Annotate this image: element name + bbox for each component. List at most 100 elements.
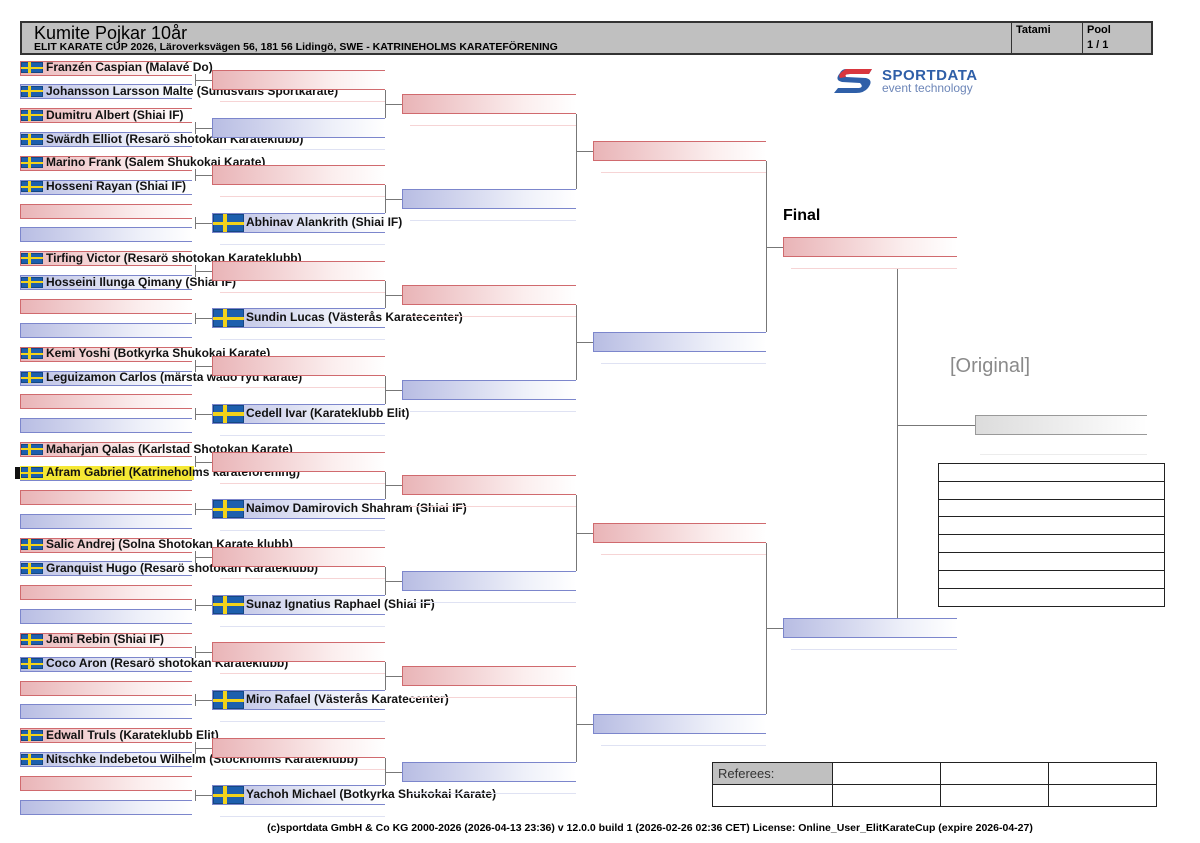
competitor-name[interactable]: Edwall Truls (Karateklubb Elit) [46, 727, 219, 742]
ao-slot-r4[interactable] [593, 332, 766, 353]
aka-slot-r1[interactable] [20, 60, 192, 76]
aka-slot-r2[interactable] [212, 642, 385, 663]
bracket-connector [576, 723, 593, 725]
ao-slot-r1[interactable] [20, 609, 192, 625]
score-line [220, 530, 385, 532]
aka-slot-r3[interactable] [402, 93, 576, 114]
aka-slot-r1[interactable] [20, 394, 192, 410]
aka-slot-r1[interactable] [20, 346, 192, 362]
competitor-name[interactable]: Miro Rafael (Västerås Karatecenter) [246, 692, 449, 707]
winner-slot[interactable] [975, 415, 1147, 435]
aka-slot-r2[interactable] [212, 260, 385, 281]
ao-slot-r1[interactable] [20, 84, 192, 100]
ao-slot-r1[interactable] [20, 513, 192, 529]
referee-cell[interactable] [940, 784, 1049, 807]
competitor-name[interactable]: Jami Rebin (Shiai IF) [46, 632, 165, 647]
competitor-name[interactable]: Naimov Damirovich Shahram (Shiai IF) [246, 501, 467, 516]
ao-slot-r3[interactable] [402, 189, 576, 210]
bracket-connector [195, 795, 212, 797]
competitor-name[interactable]: Cedell Ivar (Karateklubb Elit) [246, 405, 410, 420]
ao-slot-r1[interactable] [20, 656, 192, 672]
aka-slot-r1[interactable] [20, 108, 192, 124]
score-line [601, 744, 766, 746]
aka-slot-r1[interactable] [20, 585, 192, 601]
ao-slot-r2[interactable] [212, 690, 385, 711]
aka-slot-r1[interactable] [20, 442, 192, 458]
ao-slot-r1[interactable] [20, 275, 192, 291]
competitor-name[interactable]: Sunaz Ignatius Raphael (Shiai IF) [246, 596, 435, 611]
aka-slot-r3[interactable] [402, 666, 576, 687]
referees-label: Referees: [712, 762, 833, 785]
bracket-connector [195, 747, 212, 749]
ao-slot-r2[interactable] [212, 594, 385, 615]
ao-slot-r1[interactable] [20, 418, 192, 434]
aka-slot-r1[interactable] [20, 632, 192, 648]
aka-slot-r2[interactable] [212, 737, 385, 758]
ao-slot-r1[interactable] [20, 132, 192, 148]
aka-slot-r1[interactable] [20, 489, 192, 505]
referee-cell[interactable] [712, 784, 833, 807]
competitor-name[interactable]: Abhinav Alankrith (Shiai IF) [246, 215, 403, 230]
bracket-connector [195, 127, 212, 129]
ao-slot-r3[interactable] [402, 761, 576, 782]
referee-cell[interactable] [832, 762, 941, 785]
competitor-name[interactable]: Dumitru Albert (Shiai IF) [46, 107, 184, 122]
competitor-name[interactable]: Franzén Caspian (Malavé Do) [46, 60, 213, 74]
competitor-name[interactable]: Marino Frank (Salem Shukokai Karate) [46, 155, 266, 170]
bracket-connector [576, 342, 593, 344]
ao-slot-r2[interactable] [212, 499, 385, 520]
competitor-name[interactable]: Hosseni Rayan (Shiai IF) [46, 179, 187, 194]
ao-slot-r1[interactable] [20, 704, 192, 720]
ao-slot-r1[interactable] [20, 179, 192, 195]
aka-slot-r5[interactable] [783, 236, 957, 257]
ao-slot-r3[interactable] [402, 570, 576, 591]
competitor-name[interactable]: Yachoh Michael (Botkyrka Shukokai Karate… [246, 787, 497, 802]
ao-slot-r1[interactable] [20, 322, 192, 338]
bracket-connector [195, 318, 212, 320]
aka-slot-r2[interactable] [212, 451, 385, 472]
sweden-flag-icon [21, 109, 43, 121]
bracket-connector [385, 580, 402, 582]
ao-slot-r2[interactable] [212, 117, 385, 138]
aka-slot-r3[interactable] [402, 284, 576, 305]
aka-slot-r4[interactable] [593, 523, 766, 544]
referee-cell[interactable] [940, 762, 1049, 785]
bracket-connector [385, 185, 386, 213]
aka-slot-r1[interactable] [20, 537, 192, 553]
ao-slot-r5[interactable] [783, 618, 957, 639]
ao-slot-r1[interactable] [20, 752, 192, 768]
ao-slot-r2[interactable] [212, 403, 385, 424]
aka-slot-r3[interactable] [402, 475, 576, 496]
referee-cell[interactable] [1048, 762, 1157, 785]
ao-slot-r3[interactable] [402, 379, 576, 400]
aka-slot-r1[interactable] [20, 680, 192, 696]
referee-cell[interactable] [1048, 784, 1157, 807]
referee-cell[interactable] [832, 784, 941, 807]
ao-slot-r1[interactable] [20, 561, 192, 577]
aka-slot-r1[interactable] [20, 251, 192, 267]
ao-slot-r1[interactable] [20, 799, 192, 815]
aka-slot-r1[interactable] [20, 155, 192, 171]
aka-slot-r1[interactable] [20, 299, 192, 314]
pool-label: Pool [1087, 24, 1111, 36]
ao-slot-r2[interactable] [212, 785, 385, 806]
sweden-flag-icon [213, 595, 244, 614]
competitor-name[interactable]: Hosseini Ilunga Qimany (Shiai IF) [46, 274, 237, 289]
aka-slot-r1[interactable] [20, 203, 192, 219]
ao-slot-r2[interactable] [212, 308, 385, 329]
ao-slot-r1[interactable] [20, 370, 192, 386]
aka-slot-r1[interactable] [20, 776, 192, 791]
bracket-connector [195, 366, 212, 368]
aka-slot-r2[interactable] [212, 165, 385, 186]
ao-slot-r1[interactable] [20, 227, 192, 243]
competitor-name[interactable]: Sundin Lucas (Västerås Karatecenter) [246, 310, 463, 325]
aka-slot-r2[interactable] [212, 546, 385, 567]
aka-slot-r4[interactable] [593, 141, 766, 162]
ao-slot-r4[interactable] [593, 713, 766, 734]
footer-license: (c)sportdata GmbH & Co KG 2000-2026 (202… [267, 822, 1033, 834]
aka-slot-r2[interactable] [212, 356, 385, 377]
ao-slot-r2[interactable] [212, 213, 385, 234]
aka-slot-r2[interactable] [212, 69, 385, 90]
score-line [410, 315, 576, 317]
aka-slot-r1[interactable] [20, 728, 192, 744]
